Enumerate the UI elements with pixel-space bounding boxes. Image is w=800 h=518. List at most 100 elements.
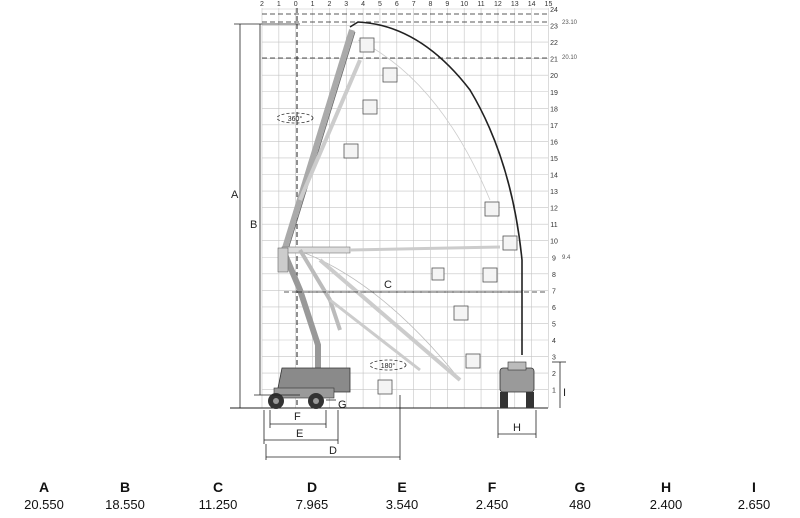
spec-cell-i: I 2.650 [714,478,794,514]
dimension-b [254,24,300,396]
boom-horizontal-extended [349,245,501,252]
spec-value: 480 [569,497,591,512]
right-scale-tick: 22 [550,40,558,47]
dimension-e [263,410,339,444]
right-scale-tick: 3 [552,355,556,362]
spec-key: C [212,479,224,495]
spec-value: 2.650 [737,497,771,512]
rotation-lower-label: 180° [381,362,396,370]
right-scale-tick: 16 [550,139,558,146]
grid-lines [261,8,549,408]
height-label-top: 23.10 [562,20,578,26]
dimension-a [234,23,300,408]
top-scale-tick: 1 [277,1,281,8]
top-scale-tick: 4 [361,1,365,8]
right-scale-tick: 12 [550,206,558,213]
dimension-d-label: D [329,445,337,457]
right-scale-tick: 18 [550,106,558,113]
right-scale-tick: 20 [550,73,558,80]
boom-vertical [282,29,355,249]
riser-joint [277,247,289,273]
right-scale-tick: 13 [550,189,558,196]
right-scale-tick: 24 [550,7,558,14]
top-scale-tick: 2 [260,1,264,8]
top-scale-tick: 11 [477,1,484,8]
rotation-lower: 180° [369,359,407,371]
top-scale-tick: 5 [378,1,382,8]
dimension-f-label: F [294,411,301,423]
spec-cell-a: A 20.550 [4,478,84,514]
spec-value: 20.550 [24,497,64,512]
spec-cell-d: D 7.965 [272,478,352,514]
spec-key: G [574,479,586,495]
spec-key: D [306,479,318,495]
top-scale-tick: 10 [460,1,468,8]
top-scale-tick: 1 [311,1,315,8]
top-scale-tick: 13 [511,1,519,8]
top-scale-tick: 7 [412,1,416,8]
boom-lower-2 [329,298,421,372]
top-scale-tick: 15 [545,1,553,8]
envelope-inner-arc [357,39,491,201]
boom-horizontal [281,246,351,254]
right-scale-tick: 11 [550,222,557,229]
rotation-upper-label: 360° [288,115,303,123]
spec-value: 3.540 [385,497,419,512]
right-scale-tick: 7 [552,288,556,295]
platform-top [343,37,518,395]
spec-cell-e: E 3.540 [362,478,442,514]
spec-value: 2.400 [649,497,683,512]
dimension-h-label: H [513,422,521,434]
dimension-c-label: C [384,279,392,291]
top-scale-tick: 9 [445,1,449,8]
spec-cell-c: C 11.250 [178,478,258,514]
right-scale-tick: 23 [550,24,558,31]
spec-cell-b: B 18.550 [85,478,165,514]
right-scale-tick: 17 [550,123,558,130]
boom-lower-1 [318,258,462,382]
spec-key: A [38,479,50,495]
right-scale-tick: 8 [552,272,556,279]
right-scale-tick: 21 [550,57,558,64]
dimension-g [326,399,336,409]
top-scale-tick: 14 [528,1,536,8]
dimension-d [265,395,401,460]
right-scale-tick: 10 [550,239,558,246]
top-scale-tick: 2 [327,1,331,8]
spec-key: B [119,479,131,495]
right-scale-tick: 5 [552,321,556,328]
spec-value: 11.250 [198,497,238,512]
top-scale-tick: 12 [494,1,502,8]
dimension-i [552,361,566,408]
dimension-e-label: E [296,428,303,440]
right-scale-tick: 15 [550,156,558,163]
top-scale-tick: 6 [395,1,399,8]
right-scale-tick: 1 [552,388,556,395]
dimension-a-label: A [231,189,239,201]
spec-key: E [397,479,407,495]
height-label-side: 9.4 [562,255,571,261]
top-scale-tick: 3 [344,1,348,8]
dimension-h [497,410,537,438]
spec-key: I [752,479,756,495]
dimension-f [269,410,327,428]
machine-rear-view [499,361,535,408]
right-scale-tick: 9 [552,255,556,262]
right-scale-tick: 6 [552,305,556,312]
right-scale-tick: 19 [550,90,558,97]
boom-vertical-edge [287,31,356,251]
boom-inner [298,59,362,201]
top-scale-tick: 0 [294,1,298,8]
spec-value: 7.965 [295,497,329,512]
top-scale-tick: 8 [429,1,433,8]
right-scale-tick: 14 [550,173,558,180]
spec-value: 18.550 [105,497,145,512]
dimension-g-label: G [338,399,347,411]
envelope-lower-arc [296,249,461,381]
